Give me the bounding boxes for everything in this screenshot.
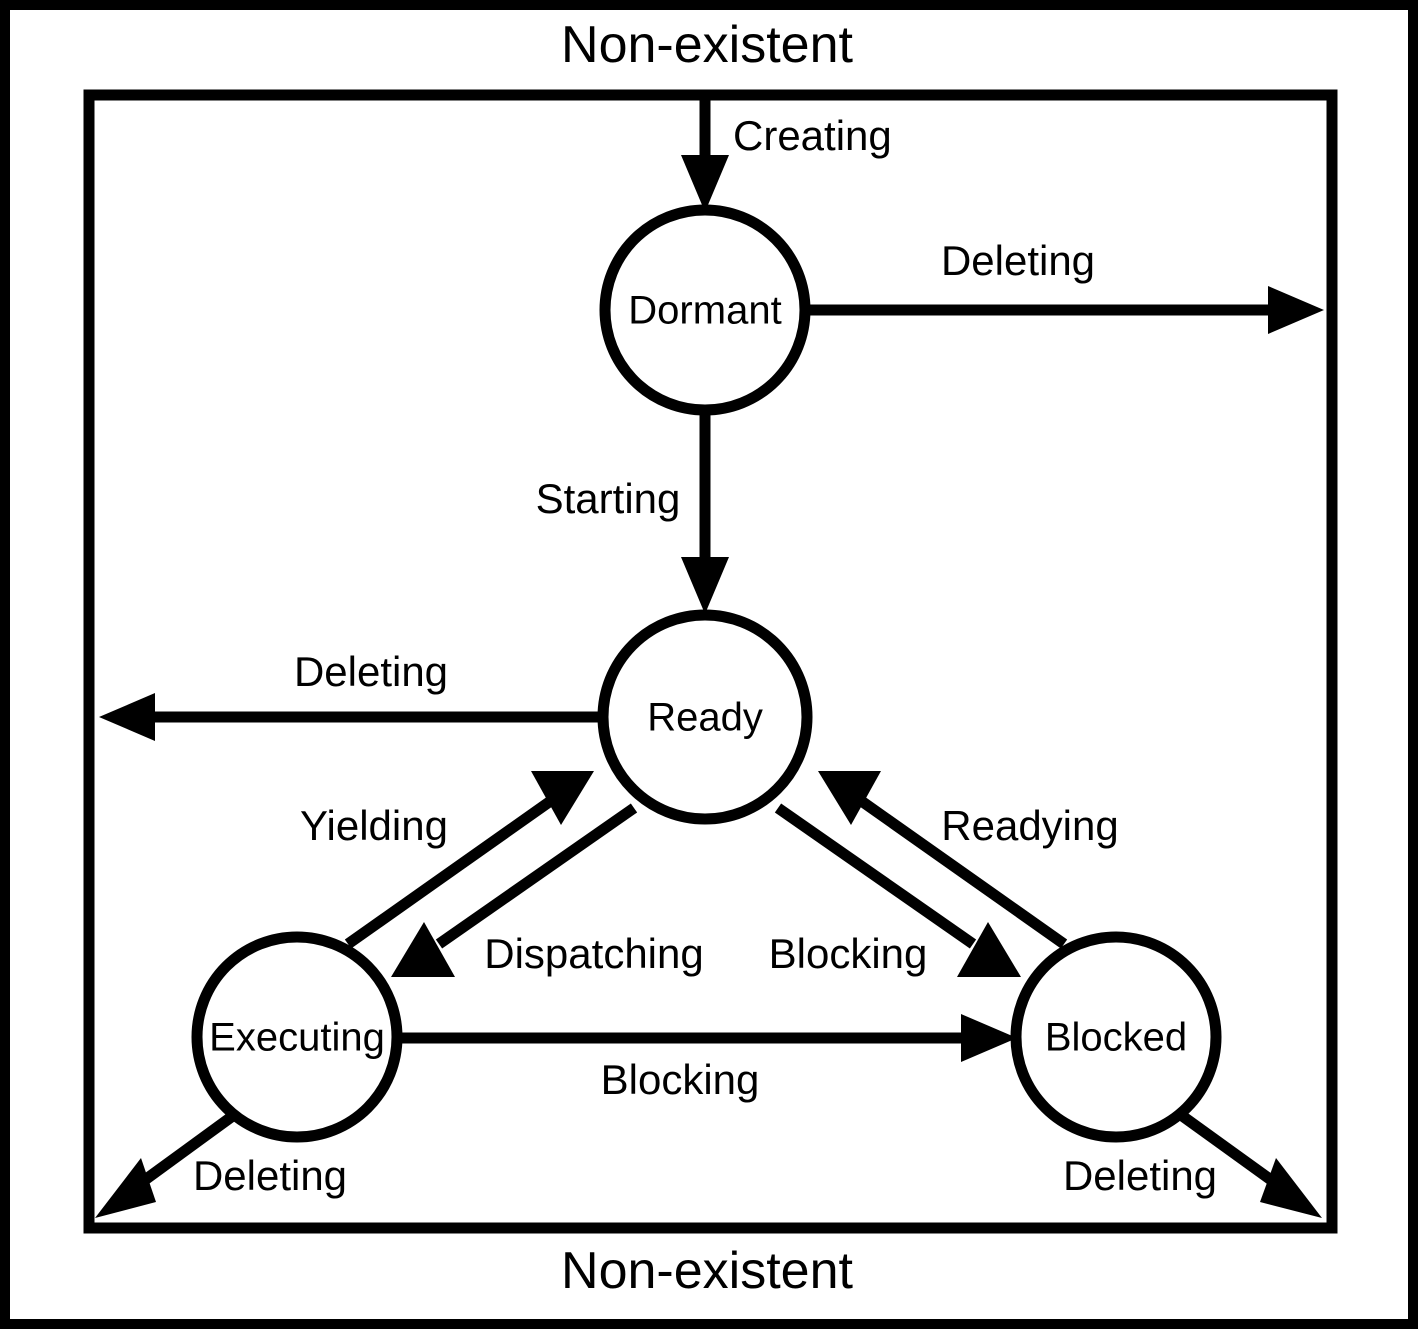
state-label-executing: Executing: [209, 1016, 385, 1060]
edge-label-dispatching: Dispatching: [484, 930, 703, 977]
state-node-blocked[interactable]: Blocked: [1010, 931, 1222, 1143]
edge-label-blocking-ready: Blocking: [769, 930, 928, 977]
edge-deleting-blocked-arrowhead: [1260, 1158, 1322, 1218]
edge-deleting-blocked: [1177, 1110, 1322, 1218]
edge-blocking-ready: [774, 803, 1021, 977]
edge-starting-arrowhead: [681, 557, 729, 614]
edge-label-deleting-blocked: Deleting: [1063, 1152, 1217, 1199]
edge-readying: [818, 771, 1068, 949]
state-label-blocked: Blocked: [1045, 1016, 1187, 1060]
edge-starting: [681, 411, 729, 614]
state-node-ready[interactable]: Ready: [597, 609, 813, 825]
edge-deleting-dormant-arrowhead: [1268, 286, 1324, 334]
state-circle-blocked[interactable]: [1010, 931, 1222, 1143]
edge-yielding: [344, 771, 594, 949]
edge-blocking-executing-arrowhead: [961, 1014, 1017, 1062]
edge-creating: [681, 97, 729, 212]
edge-dispatching: [391, 803, 638, 977]
state-node-executing[interactable]: Executing: [191, 931, 403, 1143]
edge-deleting-dormant: [806, 286, 1324, 334]
edge-label-readying: Readying: [941, 802, 1118, 849]
edge-label-yielding: Yielding: [300, 802, 448, 849]
state-label-ready: Ready: [647, 696, 763, 740]
edge-label-deleting-dormant: Deleting: [941, 237, 1095, 284]
edge-blocking-ready-line: [774, 803, 977, 949]
edge-dispatching-line: [435, 803, 638, 949]
edge-readying-line: [856, 795, 1068, 949]
edge-deleting-executing-line: [134, 1110, 238, 1190]
state-label-dormant: Dormant: [628, 289, 781, 333]
edge-label-deleting-executing: Deleting: [193, 1152, 347, 1199]
edge-blocking-ready-arrowhead: [957, 922, 1021, 977]
edge-blocking-executing: [398, 1014, 1017, 1062]
state-circle-executing[interactable]: [191, 931, 403, 1143]
zone-label-bottom-non-existent: Non-existent: [561, 1242, 853, 1300]
edge-deleting-executing-arrowhead: [95, 1158, 156, 1218]
inner-existence-box: [83, 89, 1338, 1234]
edge-label-blocking-executing: Blocking: [601, 1056, 760, 1103]
edge-deleting-executing: [95, 1110, 238, 1218]
edge-label-deleting-ready: Deleting: [294, 648, 448, 695]
edge-label-starting: Starting: [536, 475, 681, 522]
state-circle-ready[interactable]: [597, 609, 813, 825]
edge-deleting-ready-arrowhead: [99, 693, 155, 741]
state-node-dormant[interactable]: Dormant: [599, 204, 811, 416]
edge-deleting-ready: [99, 693, 603, 741]
edge-dispatching-arrowhead: [391, 922, 455, 977]
edge-yielding-line: [344, 795, 556, 949]
edge-creating-arrowhead: [681, 155, 729, 212]
zone-label-top-non-existent: Non-existent: [561, 16, 853, 74]
state-circle-dormant[interactable]: [599, 204, 811, 416]
edge-yielding-arrowhead: [531, 771, 594, 825]
edge-label-creating: Creating: [733, 112, 892, 159]
edge-readying-arrowhead: [818, 771, 881, 825]
edge-deleting-blocked-line: [1177, 1110, 1282, 1190]
